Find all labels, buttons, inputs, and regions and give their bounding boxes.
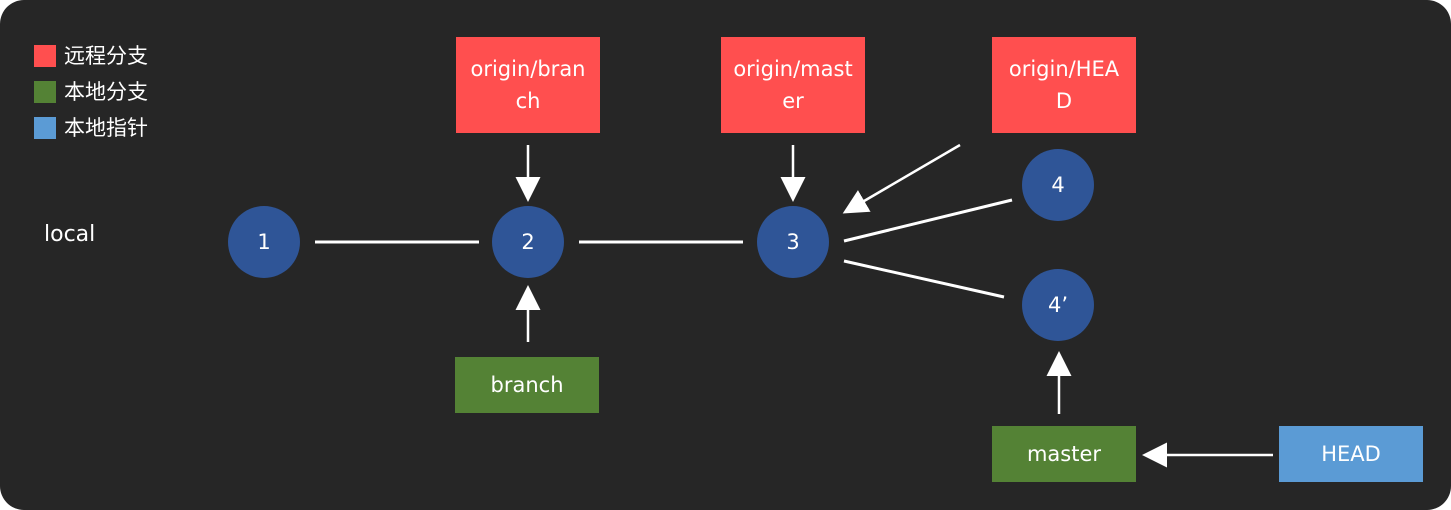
commit-node-2: 2 <box>492 206 564 278</box>
remote-branch-origin-master: origin/master <box>721 37 865 133</box>
remote-branch-origin-branch-label: origin/branch <box>470 57 586 113</box>
commit-node-3: 3 <box>757 206 829 278</box>
legend-swatch-local-pointer <box>34 117 56 139</box>
local-branch-master: master <box>992 426 1136 482</box>
legend-item-local-pointer: 本地指针 <box>34 114 148 142</box>
legend-label-local-pointer: 本地指针 <box>64 116 148 140</box>
edge-3-4 <box>843 198 1013 243</box>
commit-node-1-label: 1 <box>257 229 271 254</box>
legend: 远程分支 本地分支 本地指针 <box>34 42 148 142</box>
remote-branch-origin-head-label: origin/HEAD <box>1008 57 1120 113</box>
commit-node-4: 4 <box>1022 149 1094 221</box>
commit-node-4-prime-label: 4’ <box>1047 292 1069 317</box>
legend-swatch-local-branch <box>34 81 56 103</box>
legend-item-remote-branch: 远程分支 <box>34 42 148 70</box>
commit-node-3-label: 3 <box>786 229 800 254</box>
legend-swatch-remote-branch <box>34 45 56 67</box>
commit-node-1: 1 <box>228 206 300 278</box>
edge-3-4-prime <box>843 259 1005 299</box>
commit-node-2-label: 2 <box>521 229 535 254</box>
commit-node-4-prime: 4’ <box>1022 269 1094 341</box>
legend-label-remote-branch: 远程分支 <box>64 44 148 68</box>
local-pointer-head: HEAD <box>1279 426 1423 482</box>
local-branch-branch: branch <box>455 357 599 413</box>
local-branch-branch-label: branch <box>490 373 564 397</box>
remote-branch-origin-branch: origin/branch <box>456 37 600 133</box>
remote-branch-origin-master-label: origin/master <box>733 57 853 113</box>
local-label: local <box>44 222 96 247</box>
arrow-origin-head-to-3 <box>842 143 961 214</box>
local-branch-master-label: master <box>1026 442 1102 466</box>
legend-label-local-branch: 本地分支 <box>64 80 148 104</box>
commit-node-4-label: 4 <box>1051 172 1065 197</box>
remote-branch-origin-head: origin/HEAD <box>992 37 1136 133</box>
local-pointer-head-label: HEAD <box>1321 442 1381 466</box>
legend-item-local-branch: 本地分支 <box>34 78 148 106</box>
